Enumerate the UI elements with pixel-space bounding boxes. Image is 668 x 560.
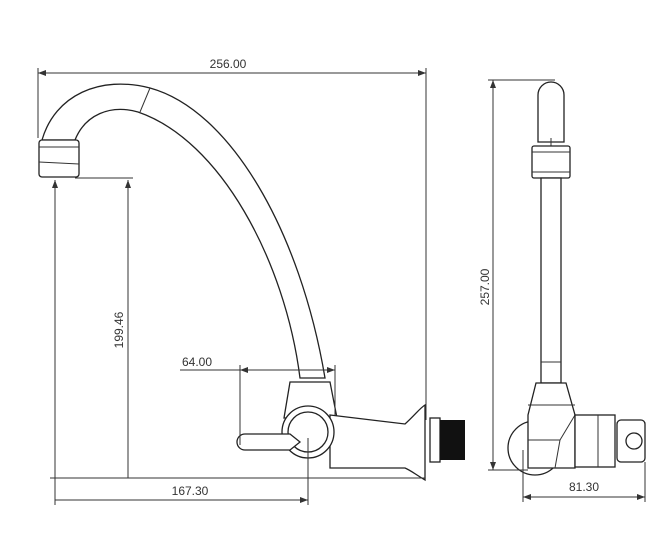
side-view: 257.00 81.30: [478, 79, 646, 502]
aerator-nozzle: [38, 139, 80, 178]
dim-depth: 81.30: [569, 480, 599, 494]
dim-spout-height: 199.46: [112, 311, 126, 348]
spout: [38, 83, 326, 379]
valve-body: [236, 381, 465, 482]
threaded-connector: [440, 420, 465, 460]
dim-spout-reach: 167.30: [172, 484, 209, 498]
side-collar: [531, 145, 571, 179]
front-view: 256.00 199.46 167.30 64.00: [37, 57, 465, 505]
lock-nut: [429, 417, 441, 463]
lever-handle: [236, 433, 302, 451]
dim-overall-height: 257.00: [478, 268, 492, 305]
dim-overall-width: 256.00: [210, 57, 247, 71]
dim-body-width: 64.00: [182, 355, 212, 369]
side-knob: [625, 432, 643, 450]
